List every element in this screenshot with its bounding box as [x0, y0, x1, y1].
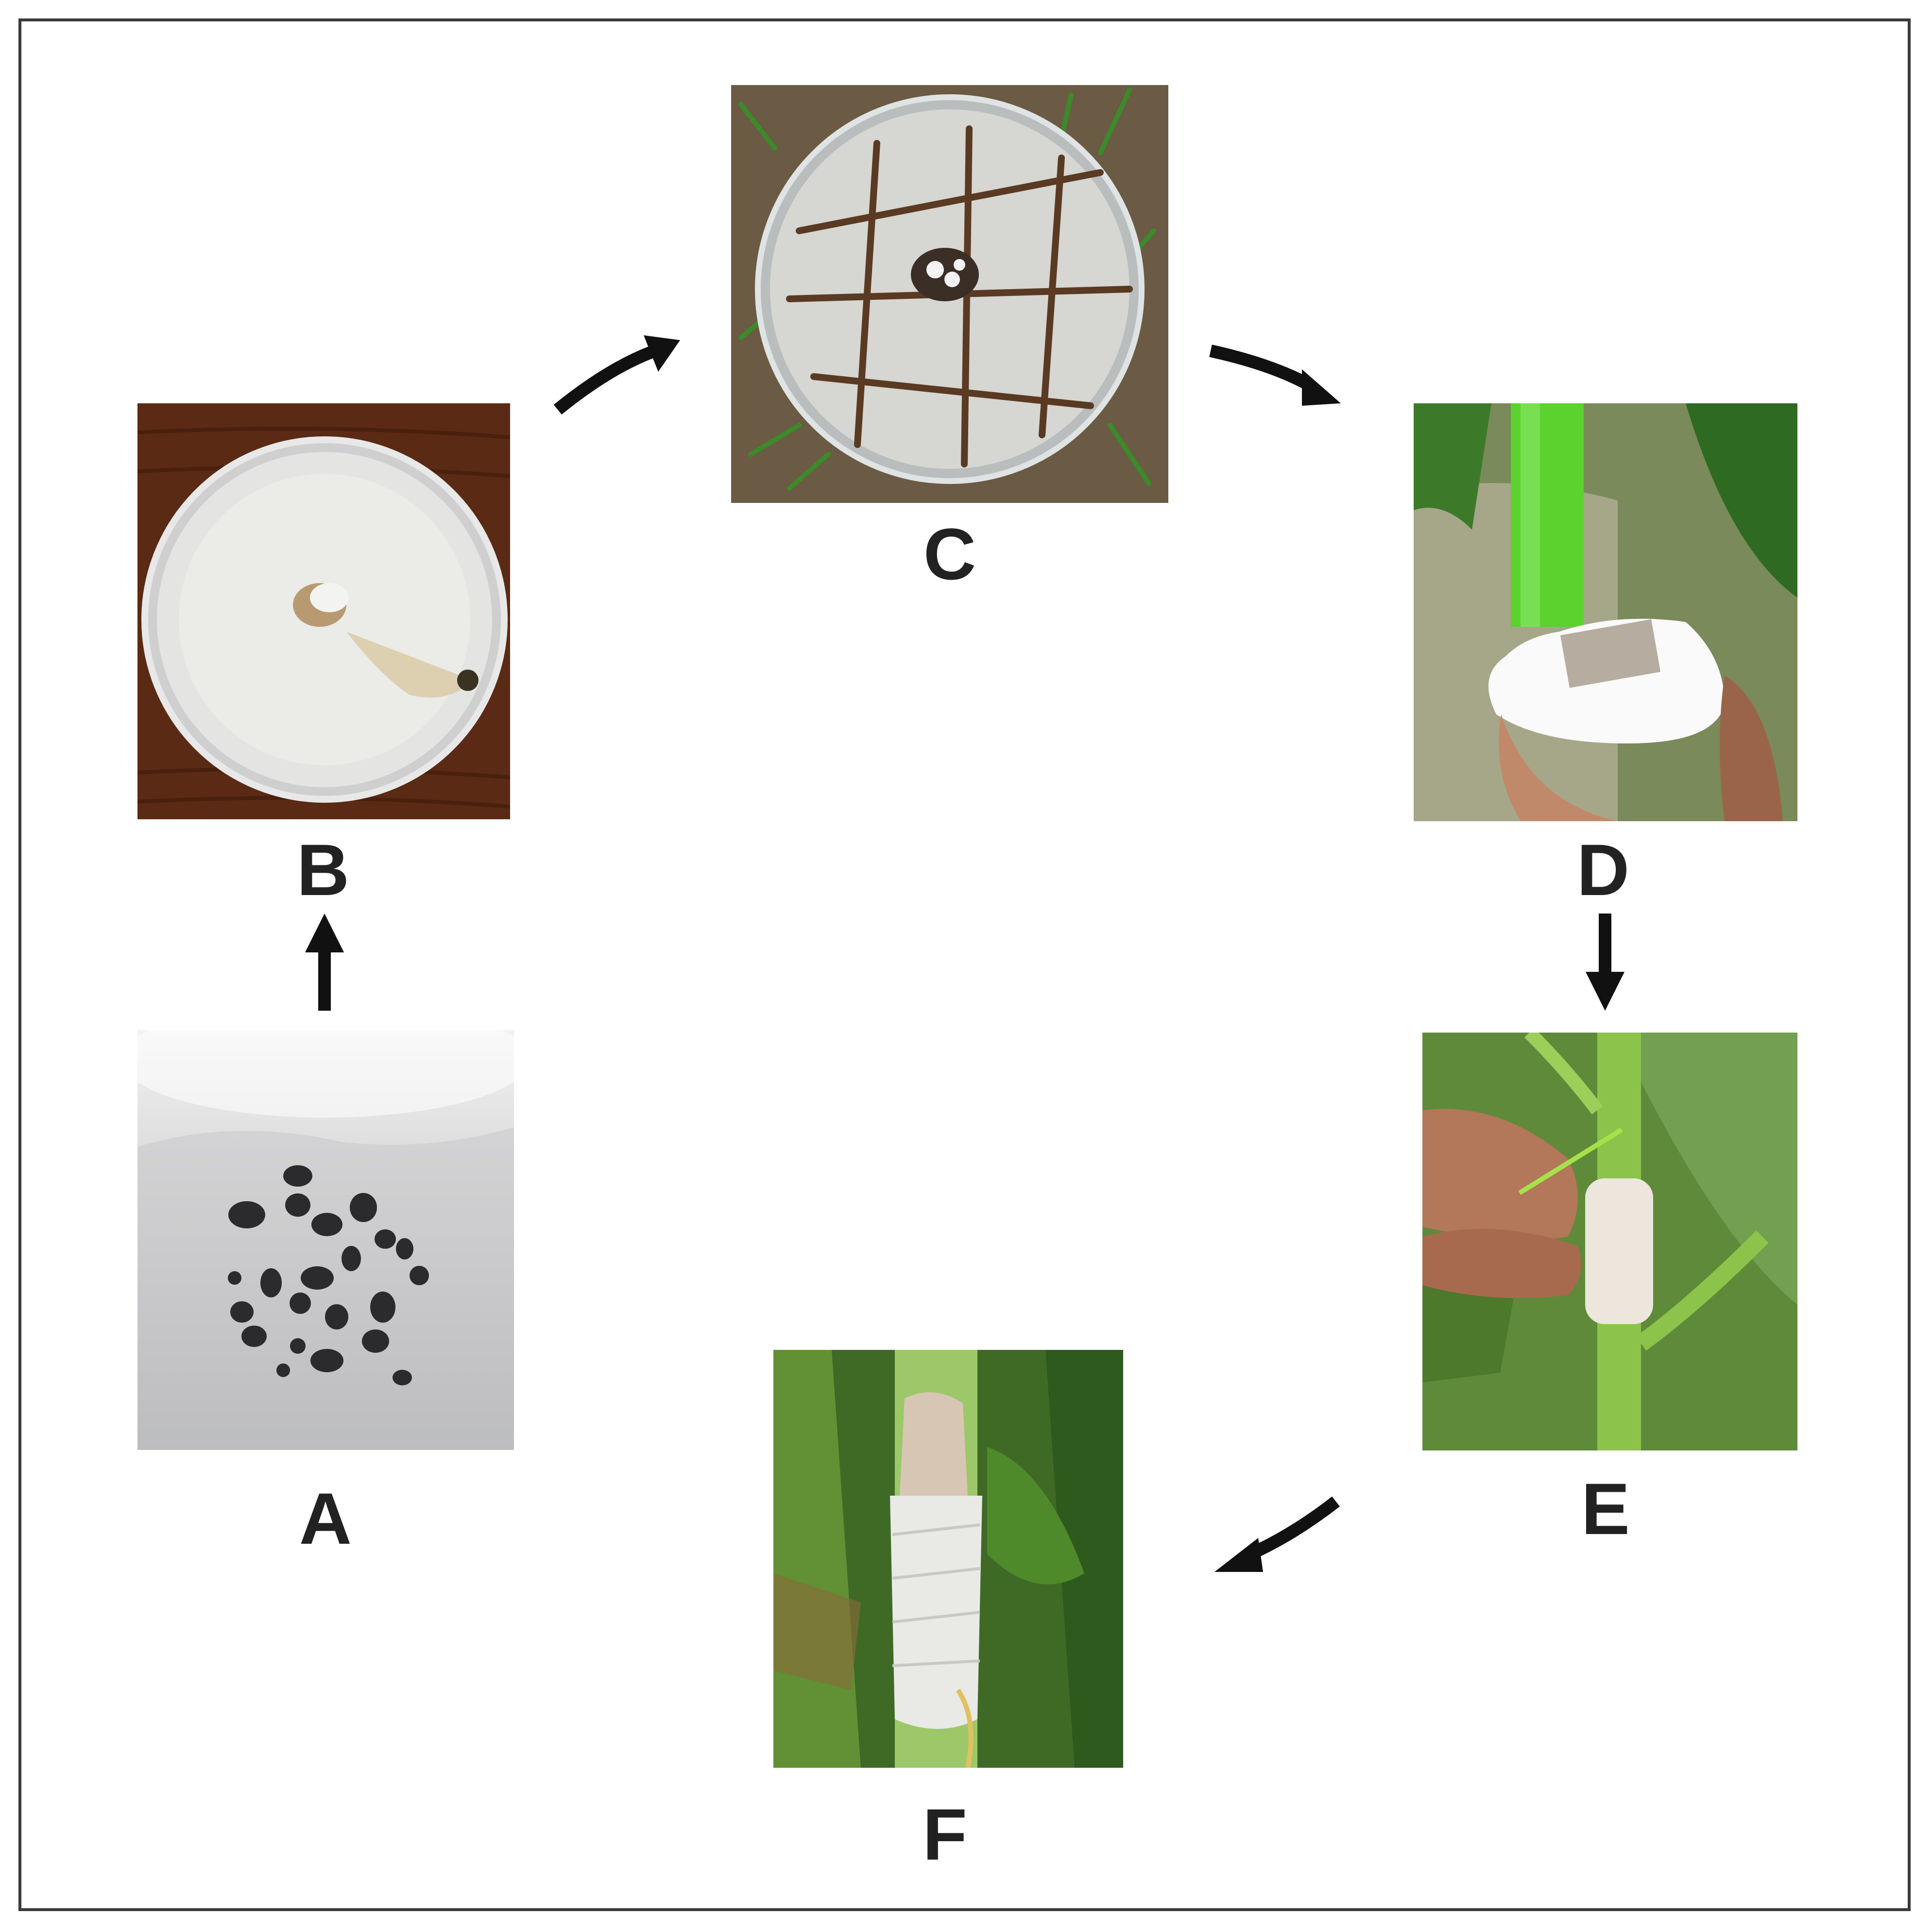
panel-e-label: E	[1581, 1468, 1630, 1550]
panel-f-label: F	[923, 1794, 967, 1875]
panel-f-image	[773, 1350, 1123, 1768]
panel-a-image	[137, 1030, 514, 1450]
panel-c-label: C	[923, 513, 976, 595]
panel-b-image	[137, 403, 510, 819]
panel-e-image	[1422, 1033, 1797, 1450]
panel-d-label: D	[1576, 829, 1630, 911]
culture-plate-graphic	[137, 403, 510, 819]
figure-frame	[18, 18, 1911, 1911]
plug-on-cotton-graphic	[1414, 403, 1797, 821]
inoculated-stem-graphic	[773, 1350, 1123, 1768]
panel-b-label: B	[296, 829, 350, 911]
panel-a-label: A	[299, 1478, 352, 1559]
sclerotia-dish-graphic	[137, 1030, 514, 1450]
grid-cut-plate-graphic	[731, 85, 1168, 503]
panel-c-image	[731, 85, 1168, 503]
panel-d-image	[1414, 403, 1797, 821]
wrapped-stem-graphic	[1422, 1033, 1797, 1450]
